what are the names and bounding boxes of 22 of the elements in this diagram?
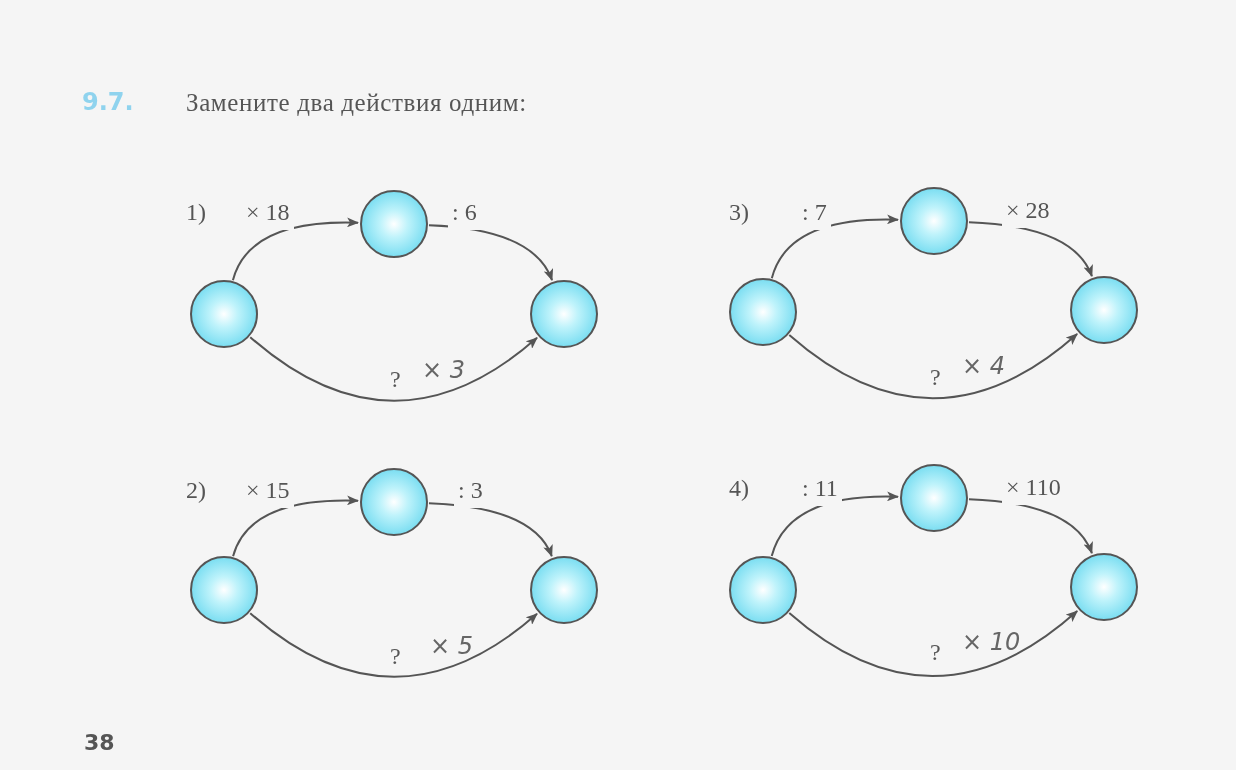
item-number: 3)	[729, 198, 749, 227]
arrow	[249, 612, 538, 678]
handwritten-answer: × 3	[422, 355, 465, 386]
arrow	[428, 502, 553, 558]
arrow	[231, 217, 359, 282]
task-title: Замените два действия одним:	[186, 88, 527, 118]
item-number: 2)	[186, 476, 206, 505]
arrow	[968, 498, 1093, 555]
handwritten-answer: × 10	[962, 627, 1021, 658]
handwritten-answer: × 4	[962, 351, 1005, 382]
handwritten-answer: × 5	[430, 631, 473, 662]
task-number: 9.7.	[82, 87, 134, 118]
arrow	[968, 221, 1093, 278]
page-number: 38	[84, 729, 115, 757]
arrow	[770, 214, 899, 280]
arrow	[788, 610, 1079, 678]
arrow	[770, 491, 899, 558]
arrow	[788, 332, 1079, 400]
item-number: 1)	[186, 198, 206, 227]
arrow	[249, 336, 538, 402]
item-number: 4)	[729, 474, 749, 503]
arrow	[232, 495, 359, 558]
